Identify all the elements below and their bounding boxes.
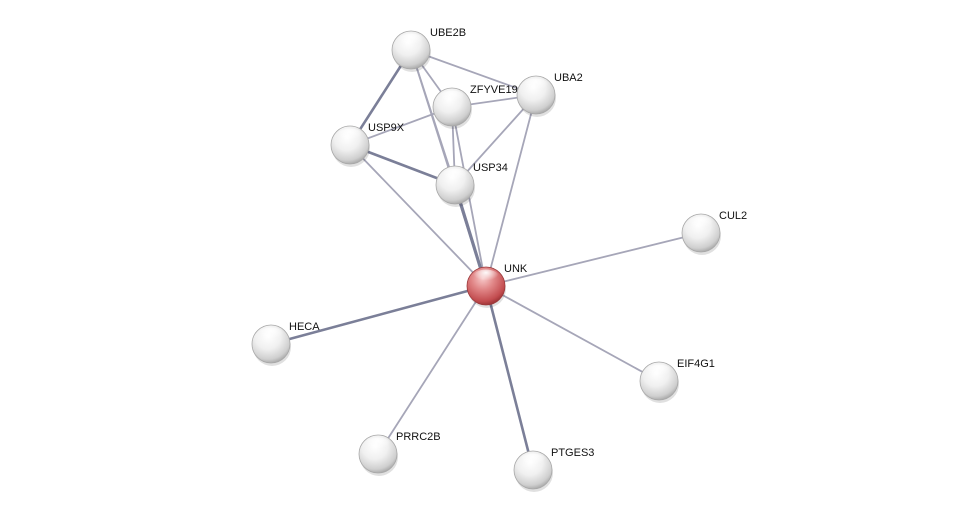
- edge-unk-prrc2b: [377, 285, 487, 455]
- node-highlight: [438, 90, 466, 107]
- edge-unk-eif4g1: [485, 285, 660, 382]
- edge-uba2-usp34: [454, 94, 537, 186]
- edge-ube2b-uba2: [410, 49, 537, 96]
- node-label-unk: UNK: [504, 263, 528, 275]
- node-prrc2b[interactable]: PRRC2B: [358, 431, 441, 476]
- edge-uba2-unk: [485, 94, 537, 287]
- node-highlight: [522, 78, 550, 95]
- node-highlight: [645, 364, 673, 381]
- node-label-eif4g1: EIF4G1: [677, 358, 715, 370]
- edge-unk-heca: [269, 284, 488, 346]
- node-label-usp9x: USP9X: [368, 122, 405, 134]
- node-usp34[interactable]: USP34: [435, 162, 508, 207]
- node-cul2[interactable]: CUL2: [681, 210, 747, 255]
- node-highlight: [519, 453, 547, 470]
- node-ube2b[interactable]: UBE2B: [391, 27, 466, 72]
- node-label-usp34: USP34: [473, 162, 508, 174]
- node-ptges3[interactable]: PTGES3: [513, 447, 594, 492]
- node-highlight: [397, 33, 425, 50]
- node-label-cul2: CUL2: [719, 210, 747, 222]
- node-highlight: [687, 216, 715, 233]
- edge-unk-cul2: [485, 232, 702, 287]
- node-label-uba2: UBA2: [554, 72, 583, 84]
- node-heca[interactable]: HECA: [251, 321, 320, 366]
- node-highlight: [441, 168, 469, 185]
- node-highlight: [472, 269, 500, 286]
- node-highlight: [257, 327, 285, 344]
- node-zfyve19[interactable]: ZFYVE19: [432, 84, 518, 129]
- edge-usp9x-unk: [349, 144, 487, 287]
- edges-layer: [269, 48, 702, 472]
- node-usp9x[interactable]: USP9X: [330, 122, 405, 167]
- node-label-prrc2b: PRRC2B: [396, 431, 441, 443]
- node-uba2[interactable]: UBA2: [516, 72, 583, 117]
- node-label-ptges3: PTGES3: [551, 447, 594, 459]
- edge-unk-ptges3: [484, 284, 535, 472]
- node-unk[interactable]: UNK: [466, 263, 528, 308]
- node-label-zfyve19: ZFYVE19: [470, 84, 518, 96]
- node-highlight: [336, 128, 364, 145]
- node-label-ube2b: UBE2B: [430, 27, 466, 39]
- node-eif4g1[interactable]: EIF4G1: [639, 358, 715, 403]
- node-label-heca: HECA: [289, 321, 320, 333]
- node-highlight: [364, 437, 392, 454]
